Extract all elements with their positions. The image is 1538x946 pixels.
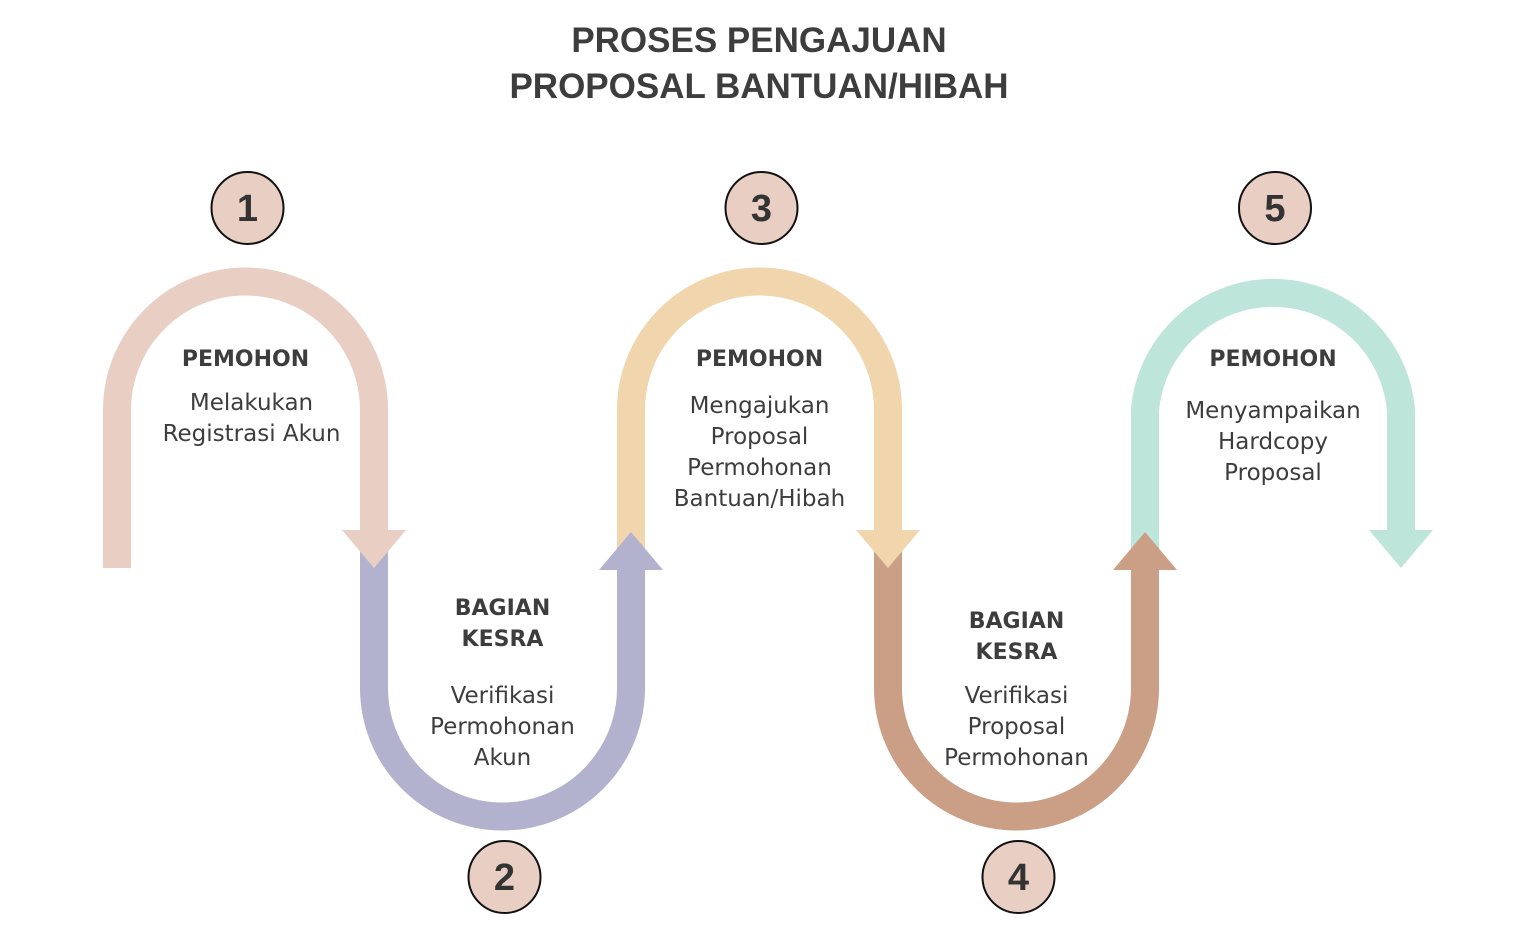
step-number: 3: [751, 188, 772, 230]
arrow-shaft-step-2: [360, 550, 645, 831]
step-description: Hardcopy: [1218, 429, 1328, 455]
arrow-shaft-step-1: [103, 267, 388, 568]
step-description: Permohonan: [430, 714, 575, 740]
step-badge-5: 5: [1238, 171, 1312, 245]
step-number: 4: [1008, 857, 1029, 899]
step-role: KESRA: [976, 640, 1058, 665]
arrow-up-icon: [1113, 532, 1177, 570]
step-description: Menyampaikan: [1185, 398, 1360, 424]
step-role: KESRA: [462, 627, 544, 652]
step-description: Proposal: [968, 714, 1066, 740]
step-badge-1: 1: [210, 171, 285, 245]
step-description: Verifikasi: [965, 683, 1069, 709]
step-description: Akun: [474, 745, 532, 771]
title-line-1: PROSES PENGAJUAN: [571, 21, 946, 60]
step-badge-3: 3: [724, 171, 799, 245]
step-role: PEMOHON: [182, 347, 309, 372]
step-role: BAGIAN: [455, 596, 550, 621]
arrow-shaft-step-5: [1131, 278, 1415, 550]
step-description: Melakukan: [190, 390, 313, 416]
step-description: Mengajukan: [690, 393, 830, 419]
arrow-down-icon: [342, 530, 406, 568]
step-badge-4: 4: [981, 840, 1056, 914]
step-description: Bantuan/Hibah: [674, 486, 845, 512]
step-number: 2: [494, 857, 515, 899]
step-badge-2: 2: [467, 840, 542, 914]
step-description: Registrasi Akun: [163, 421, 341, 447]
title-line-2: PROPOSAL BANTUAN/HIBAH: [509, 67, 1008, 106]
step-description: Verifikasi: [451, 683, 555, 709]
arrow-down-icon: [1369, 530, 1433, 568]
step-role: PEMOHON: [1209, 347, 1336, 372]
step-role: BAGIAN: [969, 609, 1064, 634]
step-description: Permohonan: [944, 745, 1089, 771]
arrow-up-icon: [599, 532, 663, 570]
step-role: PEMOHON: [696, 347, 823, 372]
step-number: 5: [1264, 188, 1285, 230]
arrow-down-icon: [856, 530, 920, 568]
step-description: Proposal: [711, 424, 809, 450]
step-description: Proposal: [1224, 460, 1322, 486]
step-number: 1: [237, 188, 258, 230]
step-description: Permohonan: [687, 455, 832, 481]
arrow-shaft-step-3: [617, 267, 902, 550]
arrow-shaft-step-4: [874, 550, 1159, 831]
